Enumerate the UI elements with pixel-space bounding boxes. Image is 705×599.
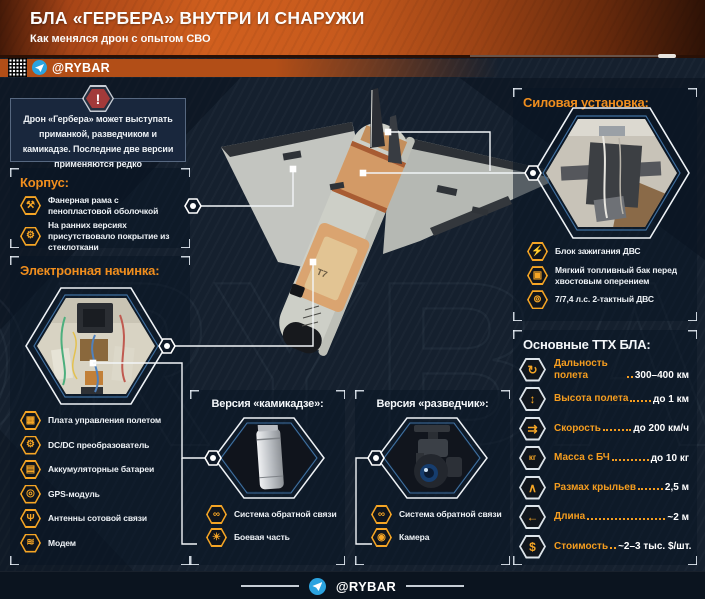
frame-tool-icon: ⚒: [20, 196, 41, 216]
warning-exclamation-icon: !: [82, 85, 114, 112]
list-item: ∞ Система обратной связи: [371, 505, 504, 524]
fuel-tank-icon: ▣: [527, 266, 548, 286]
kamikaze-panel: Версия «камикадзе»:: [190, 390, 345, 565]
list-item: ▤ Аккумуляторные батареи: [20, 460, 184, 479]
list-item: ☀ Боевая часть: [206, 528, 339, 547]
kamikaze-title: Версия «камикадзе»:: [211, 398, 324, 410]
page-subtitle: Как менялся дрон с опытом СВО: [30, 33, 211, 45]
spec-row: ← Длина~2 м: [519, 505, 689, 530]
coating-gear-icon: ⚙: [20, 226, 41, 246]
power-title: Силовая установка:: [523, 95, 649, 110]
length-icon: ←: [519, 505, 546, 529]
telegram-channel-badge[interactable]: @RYBAR: [32, 60, 110, 75]
channel-name: @RYBAR: [52, 60, 110, 75]
list-item: ∞ Система обратной связи: [206, 505, 339, 524]
list-item: ▣ Мягкий топливный бак перед хвостовым о…: [527, 265, 691, 286]
list-item: ⚙ DC/DC преобразователь: [20, 435, 184, 455]
list-item: ≋ Модем: [20, 533, 184, 553]
korpus-title: Корпус:: [20, 175, 69, 190]
ignition-spark-icon: ⚡: [527, 242, 548, 261]
modem-icon: ≋: [20, 533, 41, 553]
warning-panel: ! Дрон «Гербера» может выступать приманк…: [10, 85, 186, 169]
range-icon: ↻: [519, 357, 546, 382]
list-item: Ψ Антенны сотовой связи: [20, 509, 184, 528]
divider: [240, 585, 299, 587]
electronics-photo: [25, 287, 167, 405]
cell-antenna-icon: Ψ: [20, 509, 41, 528]
scout-title: Версия «разведчик»:: [376, 398, 489, 410]
cost-icon: $: [519, 534, 546, 559]
header-banner: БЛА «ГЕРБЕРА» ВНУТРИ И СНАРУЖИ Как менял…: [0, 0, 705, 55]
electronics-panel: Электронная начинка:: [10, 256, 190, 565]
gps-module-icon: ◎: [20, 484, 41, 504]
warning-text: Дрон «Гербера» может выступать приманкой…: [22, 114, 174, 169]
scout-photo: [376, 417, 488, 499]
footer-bar: @RYBAR: [0, 571, 705, 599]
feedback-link-icon: ∞: [206, 505, 227, 524]
qr-code: [8, 58, 27, 77]
wingspan-icon: ∧: [519, 475, 546, 500]
mass-icon: кг: [519, 446, 546, 470]
list-item: ◉ Камера: [371, 528, 504, 547]
feedback-link-icon: ∞: [371, 505, 392, 524]
list-item: ⚙ На ранних версиях присутствовало покры…: [20, 220, 184, 252]
flight-controller-chip-icon: ▦: [20, 411, 41, 430]
page-title: БЛА «ГЕРБЕРА» ВНУТРИ И СНАРУЖИ: [30, 8, 365, 28]
list-item: ⊚ 7/7,4 л.с. 2-тактный ДВС: [527, 290, 691, 310]
divider: [406, 585, 465, 587]
korpus-panel: Корпус: ⚒ Фанерная рама с пенопластовой …: [10, 168, 190, 252]
specs-title: Основные ТТХ БЛА:: [523, 337, 651, 352]
warhead-icon: ☀: [206, 528, 227, 547]
camera-icon: ◉: [371, 528, 392, 547]
list-item: ⚡ Блок зажигания ДВС: [527, 242, 691, 261]
telegram-icon: [32, 60, 47, 75]
power-panel: Силовая установка: ⚡ Блок зажигания ДВС: [513, 88, 697, 321]
battery-icon: ▤: [20, 460, 41, 479]
electronics-title: Электронная начинка:: [20, 263, 160, 278]
engine-icon: ⊚: [527, 290, 548, 310]
altitude-icon: ↕: [519, 387, 546, 411]
footer-channel-name[interactable]: @RYBAR: [335, 578, 397, 594]
power-photo: [533, 107, 690, 239]
drone-marking-text: Т7: [315, 267, 328, 280]
list-item: ⚒ Фанерная рама с пенопластовой оболочко…: [20, 195, 184, 216]
list-item: ◎ GPS-модуль: [20, 484, 184, 504]
header-divider: [0, 54, 705, 58]
kamikaze-photo: [213, 417, 325, 499]
dcdc-converter-icon: ⚙: [20, 435, 41, 455]
list-item: ▦ Плата управления полетом: [20, 411, 184, 430]
scout-panel: Версия «разведчик»: ∞ Система обратно: [355, 390, 510, 565]
speed-icon: ⇉: [519, 416, 546, 441]
header-subbar: @RYBAR: [0, 58, 705, 78]
telegram-icon: [308, 577, 326, 595]
spec-row: $ Стоимость~2–3 тыс. $/шт.: [519, 534, 691, 559]
